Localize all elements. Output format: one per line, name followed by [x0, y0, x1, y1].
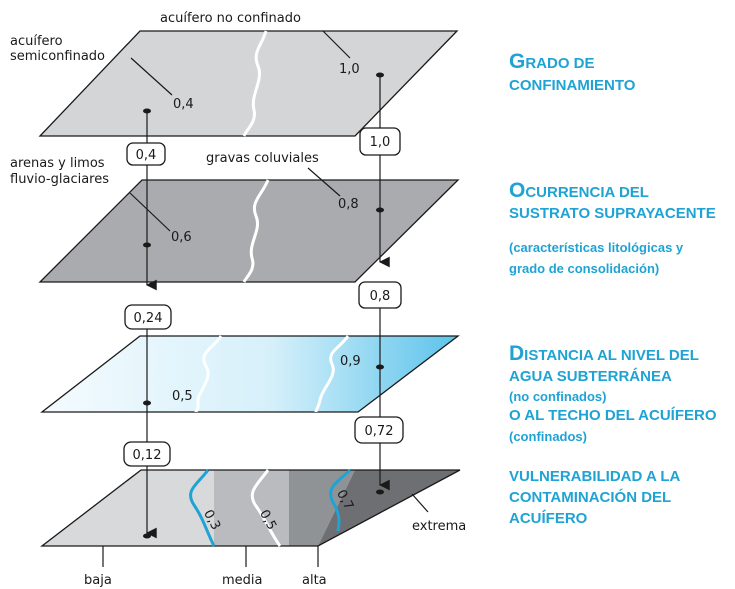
layer-confinement [38, 30, 459, 137]
svg-text:OCURRENCIA DEL: OCURRENCIA DEL [509, 179, 649, 202]
left-flow [143, 108, 157, 539]
point-second-right [376, 207, 384, 213]
svg-text:(características litológicas y: (características litológicas y [509, 240, 684, 255]
svg-text:SUSTRATO SUPRAYACENTE: SUSTRATO SUPRAYACENTE [509, 205, 716, 222]
value-third-left: 0,5 [172, 389, 193, 404]
legend-substrate: OCURRENCIA DEL SUSTRATO SUPRAYACENTE (ca… [509, 179, 716, 276]
layer-vulnerability [40, 468, 461, 547]
point-third-right [376, 364, 384, 370]
right-flow [376, 72, 390, 495]
box-left-2: 0,24 [124, 304, 172, 330]
layer-water-distance [40, 335, 460, 413]
point-top-right [376, 72, 384, 78]
box-right-2: 0,8 [358, 281, 402, 309]
point-third-left [143, 400, 151, 406]
label-semiconfined-1: acuífero [10, 34, 63, 49]
value-second-right: 0,8 [338, 197, 359, 212]
axis-medium: media [222, 573, 263, 588]
svg-text:VULNERABILIDAD A LA: VULNERABILIDAD A LA [509, 468, 681, 485]
label-sands-2: fluvio-glaciares [10, 172, 109, 187]
legend-vulnerability: VULNERABILIDAD A LA CONTAMINACIÓN DEL AC… [509, 468, 681, 527]
point-bottom-left [143, 533, 151, 539]
box-right-3: 0,72 [354, 416, 404, 444]
box-right-1: 1,0 [359, 127, 401, 156]
svg-text:GRADO DE: GRADO DE [509, 50, 595, 73]
svg-text:0,8: 0,8 [370, 289, 391, 304]
svg-text:1,0: 1,0 [370, 135, 391, 150]
label-unconfined: acuífero no confinado [160, 11, 301, 26]
label-gravels: gravas coluviales [206, 151, 319, 166]
svg-text:ACUÍFERO: ACUÍFERO [509, 510, 588, 527]
svg-text:(confinados): (confinados) [509, 429, 587, 444]
svg-text:0,4: 0,4 [136, 148, 157, 163]
layer-substrate [38, 179, 460, 283]
legend-confinement: GRADO DE CONFINAMIENTO [509, 50, 636, 94]
label-sands-1: arenas y limos [10, 156, 105, 171]
value-third-right: 0,9 [340, 354, 361, 369]
box-left-3: 0,12 [123, 441, 171, 467]
svg-text:0,12: 0,12 [133, 448, 162, 463]
axis-high: alta [302, 573, 327, 588]
value-second-left: 0,6 [171, 230, 192, 245]
value-top-left: 0,4 [173, 97, 194, 112]
axis-low: baja [84, 573, 112, 588]
svg-text:0,24: 0,24 [134, 311, 163, 326]
svg-text:(no confinados): (no confinados) [509, 389, 607, 404]
svg-text:0,72: 0,72 [365, 424, 394, 439]
label-extreme: extrema [412, 519, 466, 534]
point-second-left [143, 242, 151, 248]
svg-text:AGUA SUBTERRÁNEA: AGUA SUBTERRÁNEA [509, 368, 672, 385]
svg-text:CONFINAMIENTO: CONFINAMIENTO [509, 77, 636, 94]
value-top-right: 1,0 [339, 62, 360, 77]
point-bottom-right [376, 489, 384, 495]
point-top-left [143, 108, 151, 114]
box-left-1: 0,4 [126, 142, 166, 166]
svg-text:CONTAMINACIÓN DEL: CONTAMINACIÓN DEL [509, 488, 671, 506]
legend-water-distance: DISTANCIA AL NIVEL DEL AGUA SUBTERRÁNEA … [509, 342, 717, 444]
label-semiconfined-2: semiconfinado [10, 49, 105, 64]
svg-text:DISTANCIA AL NIVEL DEL: DISTANCIA AL NIVEL DEL [509, 342, 699, 365]
svg-text:O AL TECHO DEL ACUÍFERO: O AL TECHO DEL ACUÍFERO [509, 407, 717, 424]
svg-text:grado de consolidación): grado de consolidación) [509, 261, 659, 276]
